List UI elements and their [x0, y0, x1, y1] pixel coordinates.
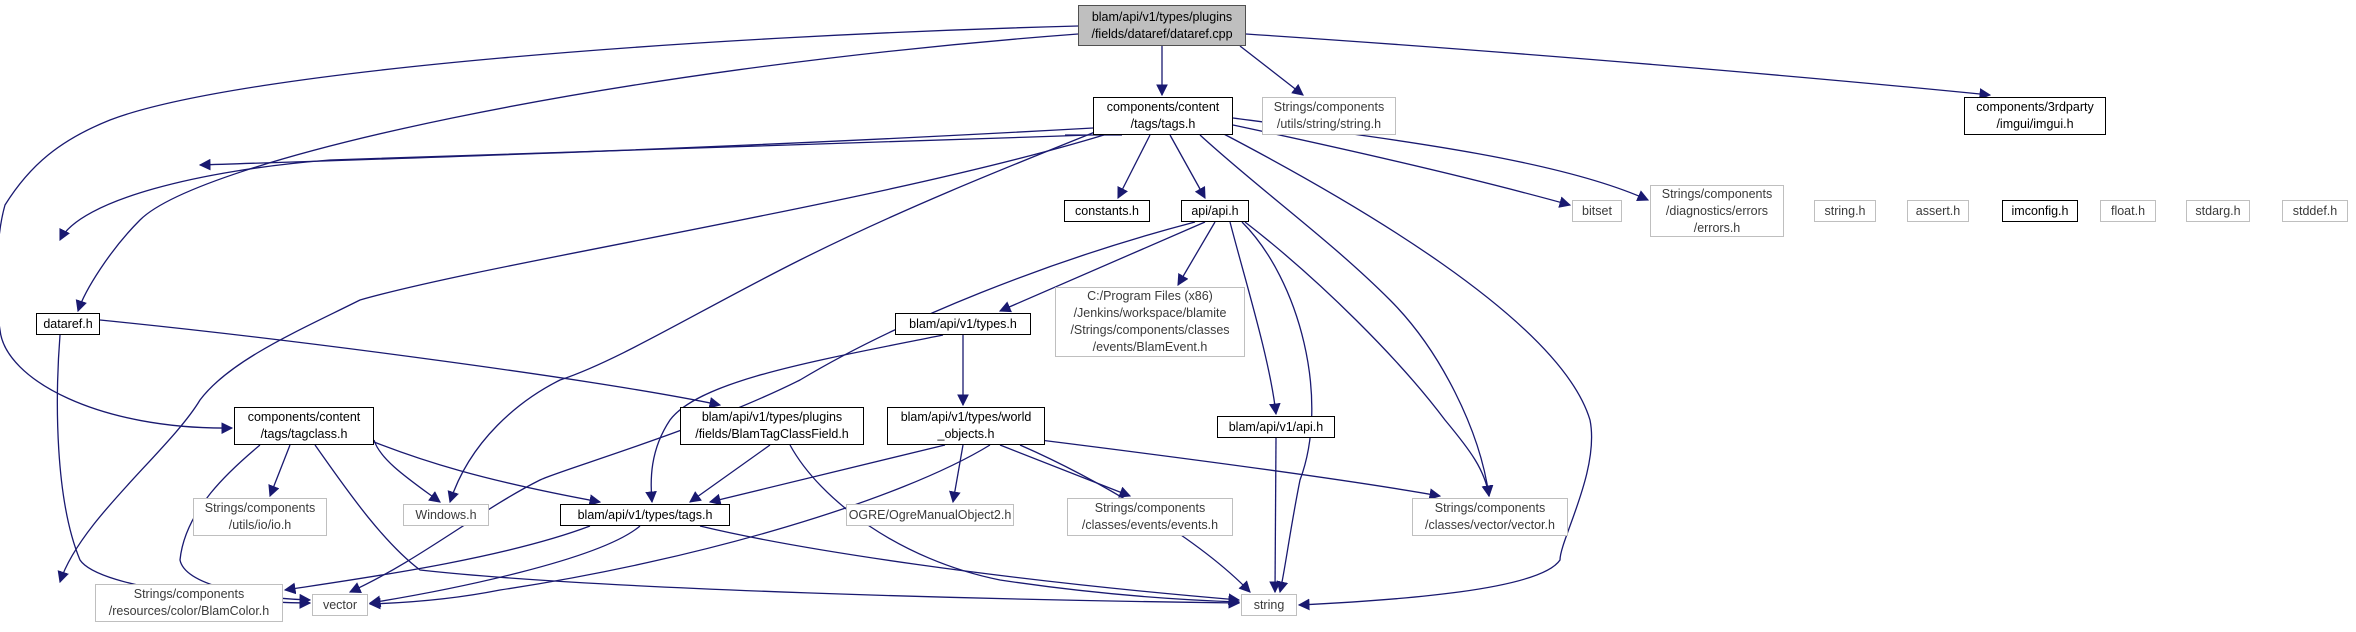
node-dataref-cpp[interactable]: blam/api/v1/types/plugins /fields/datare… — [1078, 5, 1246, 46]
node-constants-h[interactable]: constants.h — [1064, 200, 1150, 222]
dependency-edge — [447, 129, 1101, 504]
node-blamcolor-h: Strings/components /resources/color/Blam… — [95, 584, 283, 622]
node-assert-h-label: assert.h — [1915, 203, 1961, 218]
node-v1-tags-h[interactable]: blam/api/v1/types/tags.h — [560, 504, 730, 526]
node-api-h-label: api/api.h — [1191, 203, 1239, 218]
node-imgui-h-label: components/3rdparty /imgui/imgui.h — [1976, 100, 2094, 131]
node-ogre-h: OGRE/OgreManualObject2.h — [846, 504, 1014, 526]
node-stddef-h: stddef.h — [2282, 200, 2348, 222]
node-vector-label: vector — [322, 597, 358, 612]
dependency-edge — [1244, 221, 1494, 498]
dependency-edge — [708, 444, 946, 506]
dependency-edge — [75, 33, 1079, 313]
dependency-edge — [1245, 33, 1992, 100]
dependency-edge — [373, 439, 441, 503]
dependency-edge — [645, 334, 944, 504]
node-api-h[interactable]: api/api.h — [1181, 200, 1249, 222]
dependency-edge — [1169, 134, 1206, 200]
node-errors-h: Strings/components /diagnostics/errors /… — [1650, 185, 1784, 237]
node-events-h-label: Strings/components /classes/events/event… — [1081, 501, 1219, 532]
dependency-edge — [1232, 124, 1572, 208]
node-blamevent-h: C:/Program Files (x86) /Jenkins/workspac… — [1055, 287, 1245, 357]
node-dataref-cpp-label: blam/api/v1/types/plugins /fields/datare… — [1091, 9, 1233, 41]
node-v1-tags-h-label: blam/api/v1/types/tags.h — [577, 507, 713, 522]
dependency-edge — [1177, 221, 1216, 287]
node-tags-h-label: components/content /tags/tags.h — [1106, 100, 1220, 131]
dependency-edge — [1239, 45, 1304, 96]
node-bitset-label: bitset — [1582, 203, 1612, 218]
node-imconfig-h-label: imconfig.h — [2011, 203, 2069, 218]
node-ogre-h-label: OGRE/OgreManualObject2.h — [848, 507, 1012, 522]
node-events-h: Strings/components /classes/events/event… — [1067, 498, 1233, 536]
node-float-h-label: float.h — [2110, 203, 2146, 218]
dependency-edge — [373, 441, 602, 506]
node-string-utils: Strings/components /utils/string/string.… — [1262, 97, 1396, 135]
node-world-objects-h-label: blam/api/v1/types/world _objects.h — [900, 410, 1032, 441]
node-dataref-h-label: dataref.h — [43, 316, 93, 331]
dependency-edge — [1199, 134, 1494, 498]
node-errors-h-label: Strings/components /diagnostics/errors /… — [1661, 186, 1773, 235]
node-stdarg-h-label: stdarg.h — [2195, 203, 2241, 218]
node-stdarg-h: stdarg.h — [2186, 200, 2250, 222]
node-float-h: float.h — [2100, 200, 2156, 222]
node-tags-h[interactable]: components/content /tags/tags.h — [1093, 97, 1233, 135]
dependency-edge — [99, 319, 722, 409]
node-string-h: string.h — [1814, 200, 1876, 222]
node-string-h-label: string.h — [1824, 203, 1866, 218]
node-world-objects-h[interactable]: blam/api/v1/types/world _objects.h — [887, 407, 1045, 445]
dependency-edge — [1269, 437, 1281, 594]
dependency-edge — [699, 525, 1241, 605]
node-bitset: bitset — [1572, 200, 1622, 222]
node-vector-h: Strings/components /classes/vector/vecto… — [1412, 498, 1568, 536]
node-string: string — [1241, 594, 1297, 616]
node-constants-h-label: constants.h — [1075, 203, 1139, 218]
dependency-edge — [268, 444, 291, 498]
node-vector-h-label: Strings/components /classes/vector/vecto… — [1425, 501, 1555, 532]
dependency-edge — [1241, 221, 1313, 594]
node-tagclass-h-label: components/content /tags/tagclass.h — [247, 410, 361, 441]
dependency-edge — [1219, 131, 1593, 611]
node-v1-api-h[interactable]: blam/api/v1/api.h — [1217, 416, 1335, 438]
dependency-edge — [368, 525, 641, 608]
node-io-h-label: Strings/components /utils/io/io.h — [204, 501, 316, 532]
node-imconfig-h[interactable]: imconfig.h — [2002, 200, 2078, 222]
dependency-edge — [57, 129, 1121, 584]
node-string-utils-label: Strings/components /utils/string/string.… — [1273, 100, 1385, 131]
dependency-edge — [0, 25, 1079, 435]
node-windows-h: Windows.h — [403, 504, 489, 526]
dependency-edge — [368, 444, 991, 610]
dependency-edge — [689, 444, 771, 503]
dependency-edge — [56, 334, 312, 609]
dependency-edge — [1117, 134, 1151, 200]
dependency-edge — [198, 127, 1094, 171]
node-windows-h-label: Windows.h — [415, 507, 477, 522]
node-v1-api-h-label: blam/api/v1/api.h — [1228, 419, 1324, 434]
dependency-edge — [789, 444, 1241, 608]
dependency-edge — [949, 444, 964, 504]
node-blamcolor-h-label: Strings/components /resources/color/Blam… — [108, 587, 270, 618]
node-string-label: string — [1253, 597, 1285, 612]
node-assert-h: assert.h — [1907, 200, 1969, 222]
dependency-edge — [1229, 221, 1281, 416]
node-imgui-h[interactable]: components/3rdparty /imgui/imgui.h — [1964, 97, 2106, 135]
node-blamevent-h-label: C:/Program Files (x86) /Jenkins/workspac… — [1070, 289, 1230, 354]
node-dataref-h[interactable]: dataref.h — [36, 313, 100, 335]
node-types-h-label: blam/api/v1/types.h — [909, 316, 1017, 331]
dependency-edge — [314, 444, 1241, 609]
dependency-edge — [998, 221, 1206, 313]
node-tagclassfield-h[interactable]: blam/api/v1/types/plugins /fields/BlamTa… — [680, 407, 864, 445]
node-io-h: Strings/components /utils/io/io.h — [193, 498, 327, 536]
node-stddef-h-label: stddef.h — [2292, 203, 2338, 218]
node-vector: vector — [312, 594, 368, 616]
node-types-h[interactable]: blam/api/v1/types.h — [895, 313, 1031, 335]
dependency-edge — [1039, 439, 1442, 500]
node-tagclassfield-h-label: blam/api/v1/types/plugins /fields/BlamTa… — [695, 410, 849, 441]
node-tagclass-h[interactable]: components/content /tags/tagclass.h — [234, 407, 374, 445]
dependency-edge — [999, 444, 1132, 498]
dependency-edge — [283, 525, 591, 595]
